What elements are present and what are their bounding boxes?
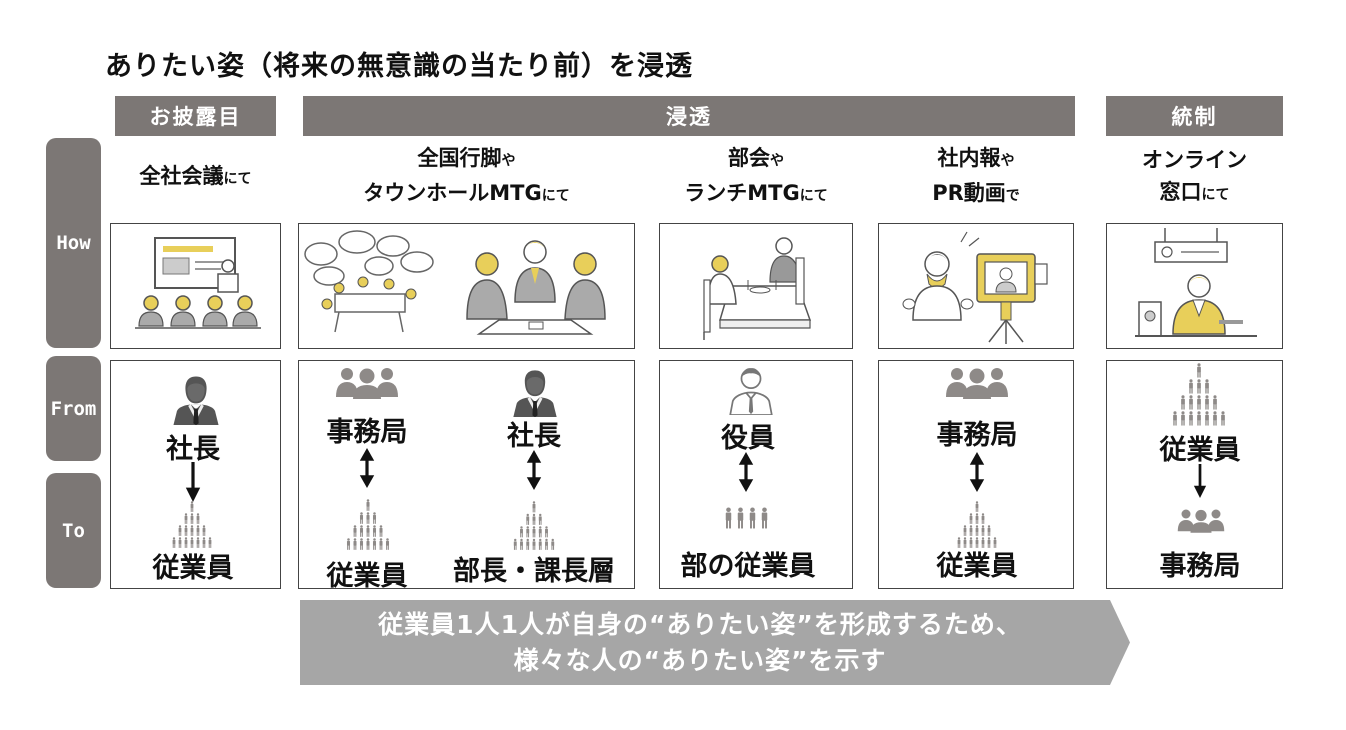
from-label-zensha: 社長: [166, 434, 220, 465]
to-label-shanaiho: 従業員: [936, 551, 1018, 582]
down-arrow-icon: [185, 462, 201, 502]
page-title: ありたい姿（将来の無意識の当たり前）を浸透: [105, 51, 693, 82]
flow-shanaiho: 事務局 従業員: [878, 360, 1074, 589]
bidirectional-arrow-icon: [359, 444, 375, 492]
employees-pyramid-icon: [345, 499, 391, 551]
caption-angya-line1: 全国行脚や: [417, 146, 516, 170]
secretariat-group-icon: [335, 365, 399, 399]
president-icon: [170, 369, 222, 429]
caption-zensha: 全社会議にて: [110, 142, 281, 212]
caption-online-line2: 窓口にて: [1159, 179, 1230, 204]
caption-online-line1: オンライン: [1142, 147, 1247, 172]
illustration-lunch-meeting: [659, 223, 853, 349]
to-label-zensha: 従業員: [152, 553, 234, 584]
summary-banner: 従業員1人1人が自身の“ありたい姿”を形成するため、 様々な人の“ありたい姿”を…: [300, 600, 1130, 685]
down-arrow-icon: [1192, 464, 1208, 498]
row-label-how: How: [46, 138, 101, 348]
row-label-from: From: [46, 356, 101, 461]
president-icon: [509, 367, 561, 417]
caption-shanaiho: 社内報や PR動画で: [878, 142, 1074, 212]
executive-icon: [724, 363, 778, 415]
illustration-online-desk: [1106, 223, 1283, 349]
from-label-bukai: 役員: [721, 423, 775, 454]
bidirectional-arrow-icon: [526, 447, 542, 493]
from-label-online: 従業員: [1159, 435, 1241, 466]
phase-header-penetrate: 浸透: [303, 96, 1075, 136]
department-staff-icon: [722, 507, 772, 539]
to-label-bukai: 部の従業員: [680, 551, 816, 582]
video-shoot-scene-icon: [902, 231, 1048, 344]
secretariat-group-icon: [945, 365, 1009, 399]
caption-zensha-main: 全社会議にて: [139, 163, 252, 188]
flow-angya: 事務局 従業員 社長 部長・課長層: [298, 360, 635, 592]
caption-angya: 全国行脚や タウンホールMTGにて: [298, 142, 635, 212]
managers-pyramid-icon: [511, 501, 557, 551]
from-label-shanaiho: 事務局: [936, 420, 1018, 451]
to-label-online: 事務局: [1159, 551, 1241, 582]
banner-line-1: 従業員1人1人が自身の“ありたい姿”を形成するため、: [378, 609, 1022, 639]
caption-bukai: 部会や ランチMTGにて: [659, 142, 853, 212]
bidirectional-arrow-icon: [738, 449, 754, 495]
banner-arrow-shape: [300, 600, 1130, 685]
bidirectional-arrow-icon: [969, 449, 985, 495]
illustration-townhall-meeting: [298, 223, 635, 349]
secretariat-group-icon: [1177, 507, 1225, 533]
flow-zensha: 社長 従業員: [110, 360, 281, 589]
caption-shanaiho-line1: 社内報や: [937, 146, 1015, 170]
to-label-angya-2: 部長・課長層: [453, 556, 615, 587]
lunch-scene-icon: [703, 237, 812, 340]
from-label-angya-1: 事務局: [326, 417, 408, 448]
flow-bukai: 役員 部の従業員: [659, 360, 853, 589]
illustration-pr-video: [878, 223, 1074, 349]
banner-text: 従業員1人1人が自身の“ありたい姿”を形成するため、 様々な人の“ありたい姿”を…: [300, 600, 1100, 685]
caption-bukai-line2: ランチMTGにて: [684, 181, 828, 205]
caption-shanaiho-line2: PR動画で: [932, 181, 1020, 205]
presentation-scene-icon: [135, 237, 261, 329]
phase-header-debut: お披露目: [115, 96, 276, 136]
phase-header-control: 統制: [1106, 96, 1283, 136]
row-label-to: To: [46, 473, 101, 588]
employees-pyramid-icon: [1171, 363, 1227, 427]
to-label-angya-1: 従業員: [326, 561, 408, 592]
employees-pyramid-icon: [954, 501, 1000, 549]
employees-pyramid-icon: [169, 501, 215, 549]
banner-line-2: 様々な人の“ありたい姿”を示す: [513, 645, 887, 675]
from-label-angya-2: 社長: [507, 421, 561, 452]
caption-angya-line2: タウンホールMTGにて: [363, 181, 570, 205]
townhall-scene-icon: [304, 230, 606, 335]
caption-online: オンライン 窓口にて: [1106, 142, 1283, 212]
online-window-scene-icon: [1135, 228, 1257, 337]
flow-online: 従業員 事務局: [1106, 360, 1283, 589]
illustration-all-hands-meeting: [110, 223, 281, 349]
caption-bukai-line1: 部会や: [728, 146, 784, 170]
